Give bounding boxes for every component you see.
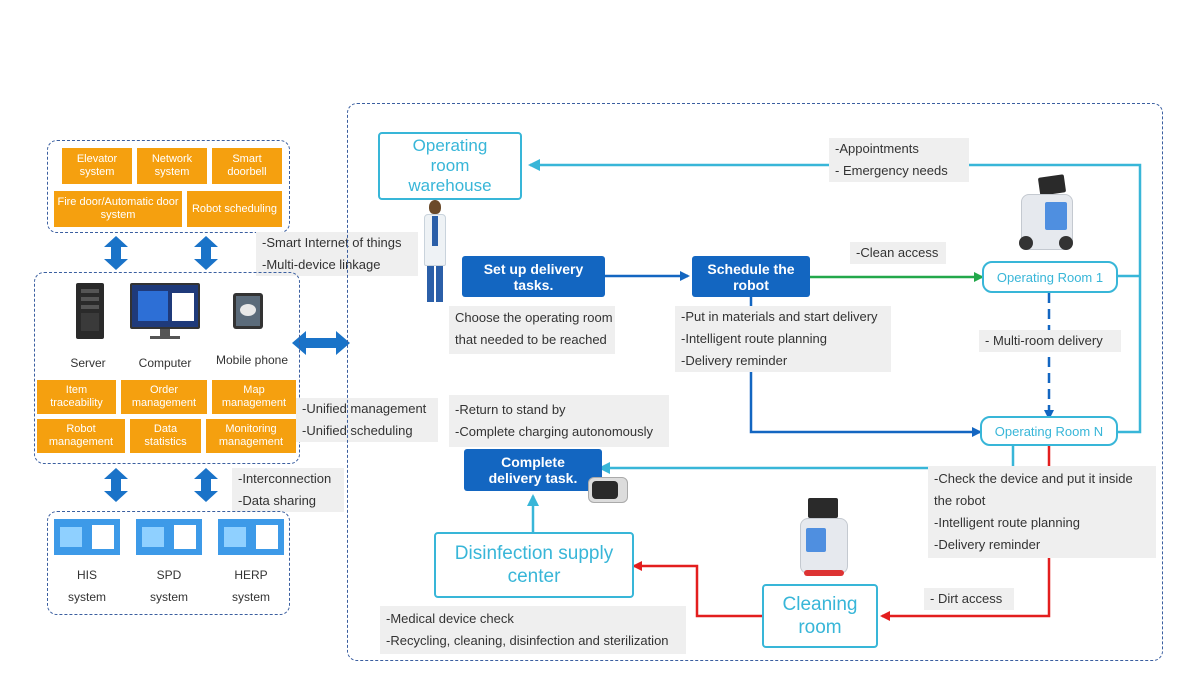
- medical-device-note: -Medical device check -Recycling, cleani…: [380, 606, 686, 654]
- disinfection-supply-center-node: Disinfection supply center: [434, 532, 634, 598]
- cleaning-robot-image: [796, 498, 852, 578]
- choose-room-note: Choose the operating room that needed to…: [449, 306, 615, 354]
- network-system-box: Network system: [137, 148, 207, 184]
- platform-group: [34, 272, 300, 464]
- iot-systems-group: [47, 140, 290, 233]
- operating-room-warehouse-node: Operating room warehouse: [378, 132, 522, 200]
- computer-label: Computer: [138, 356, 192, 370]
- delivery-flow-panel: [347, 103, 1163, 661]
- iot-note: -Smart Internet of things -Multi-device …: [256, 232, 418, 276]
- left-double-arrows: [104, 236, 350, 502]
- mobile-phone-icon: [233, 293, 263, 329]
- check-device-note: -Check the device and put it inside the …: [928, 466, 1156, 558]
- spd-system-icon: [136, 519, 202, 555]
- robot-management-box: Robot management: [37, 419, 125, 453]
- return-standby-note: -Return to stand by -Complete charging a…: [449, 395, 669, 447]
- put-materials-note: -Put in materials and start delivery -In…: [675, 306, 891, 372]
- monitoring-management-box: Monitoring management: [206, 419, 296, 453]
- item-traceability-box: Item traceability: [37, 380, 116, 414]
- his-system-icon: [54, 519, 120, 555]
- operating-room-n-node: Operating Room N: [980, 416, 1118, 446]
- fire-door-box: Fire door/Automatic door system: [54, 191, 182, 227]
- herp-system-icon: [218, 519, 284, 555]
- schedule-robot-node: Schedule the robot: [692, 256, 810, 297]
- operating-room-1-node: Operating Room 1: [982, 261, 1118, 293]
- set-up-delivery-node: Set up delivery tasks.: [462, 256, 605, 297]
- smart-doorbell-box: Smart doorbell: [212, 148, 282, 184]
- dirt-access-note: - Dirt access: [924, 588, 1014, 610]
- server-label: Server: [70, 356, 106, 370]
- server-icon: [76, 283, 104, 339]
- computer-icon: [130, 283, 200, 341]
- data-statistics-box: Data statistics: [130, 419, 201, 453]
- doctor-icon: [420, 200, 450, 310]
- elevator-system-box: Elevator system: [62, 148, 132, 184]
- delivery-robot-image: [1015, 174, 1077, 254]
- cleaning-room-node: Cleaning room: [762, 584, 878, 648]
- clean-access-note: -Clean access: [850, 242, 946, 264]
- complete-delivery-node: Complete delivery task.: [464, 449, 602, 491]
- order-management-box: Order management: [121, 380, 207, 414]
- mobile-phone-label: Mobile phone: [215, 353, 289, 367]
- multi-room-note: - Multi-room delivery: [979, 330, 1121, 352]
- robot-scheduling-box: Robot scheduling: [187, 191, 282, 227]
- map-management-box: Map management: [212, 380, 296, 414]
- charging-station-icon: [588, 473, 632, 507]
- appointments-note: -Appointments - Emergency needs: [829, 138, 969, 182]
- hospital-systems-group: [47, 511, 290, 615]
- management-note: -Unified management -Unified scheduling: [296, 398, 438, 442]
- interconnection-note: -Interconnection -Data sharing: [232, 468, 344, 512]
